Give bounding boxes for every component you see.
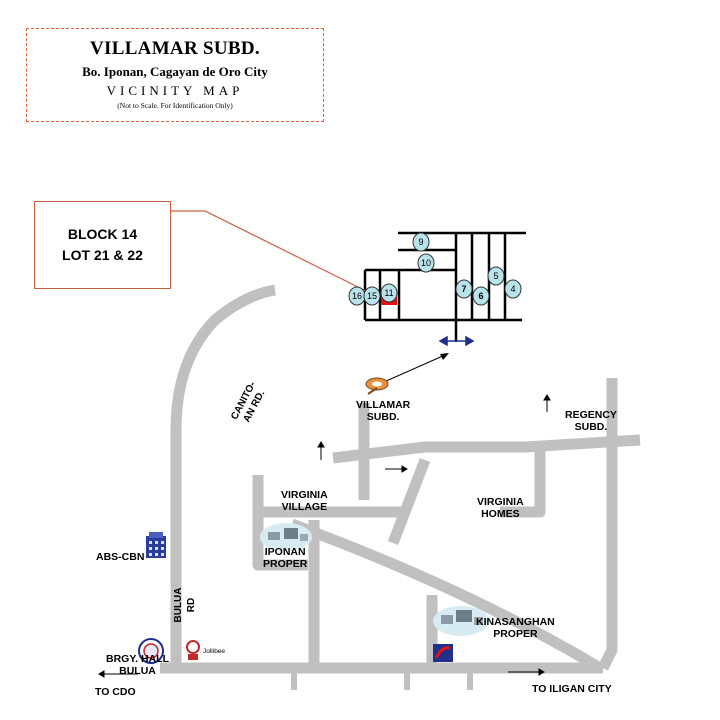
double-arrow-icon [438, 335, 475, 347]
road-network [160, 284, 641, 674]
petron-icon [433, 644, 453, 662]
villamar-road [332, 434, 641, 464]
lot-7: 7 [461, 284, 466, 294]
callout-leader-line [171, 210, 373, 295]
bulua-rd-label-2: RD [186, 598, 197, 612]
lot-11: 11 [384, 288, 393, 298]
virginia-homes-label: VIRGINIA HOMES [477, 496, 524, 520]
map-address: Bo. Iponan, Cagayan de Oro City [82, 64, 268, 79]
to-iligan-label: TO ILIGAN CITY [532, 683, 612, 695]
villamar-label: VILLAMAR SUBD. [356, 399, 411, 423]
bulua-rd-label-1: BULUA [173, 588, 184, 623]
virginia-village-label: VIRGINIA VILLAGE [281, 489, 328, 513]
abs-cbn-label: ABS-CBN [96, 551, 145, 563]
brgy-hall-label: BRGY. HALL BULUA [106, 653, 169, 677]
bulua-road-label: BULUA RD [173, 588, 197, 623]
pointer-arrow-icon [383, 353, 449, 383]
regency-label: REGENCY SUBD. [565, 409, 617, 433]
jollibee-icon [186, 640, 200, 660]
canitoan-road-label: CANITO- AN RD. [229, 380, 267, 424]
community-photo-icon [433, 606, 489, 636]
lot-4: 4 [510, 284, 515, 294]
iponan-loop [252, 475, 308, 571]
lot-15: 15 [367, 291, 377, 301]
diagonal-road [290, 518, 603, 673]
connector-road [387, 458, 431, 545]
title-block: VILLAMAR SUBD. Bo. Iponan, Cagayan de Or… [26, 28, 324, 122]
regency-road [598, 378, 618, 671]
map-note: (Not to Scale. For Identification Only) [117, 101, 233, 110]
lot-circles [348, 232, 522, 306]
bulua-canitoan-road [170, 284, 277, 672]
lot-callout: BLOCK 14 LOT 21 & 22 [34, 201, 171, 289]
community-photo-icon [260, 523, 312, 551]
lot-9: 9 [418, 237, 423, 247]
lot-label: LOT 21 & 22 [62, 247, 143, 263]
homes-road [500, 450, 546, 518]
seal-icon [138, 638, 164, 664]
lot-6: 6 [478, 291, 483, 301]
iponan-label: IPONAN PROPER [263, 546, 308, 570]
lot-10: 10 [421, 258, 431, 268]
map-title: VILLAMAR SUBD. [90, 38, 260, 59]
map-pin-icon [365, 377, 389, 395]
kinasanghan-label: KINASANGHAN PROPER [476, 616, 555, 640]
map-subtitle: VICINITY MAP [106, 83, 244, 98]
direction-arrows [98, 394, 551, 678]
lot-5: 5 [493, 271, 498, 281]
lot-16: 16 [352, 291, 362, 301]
to-cdo-label: TO CDO [95, 686, 136, 698]
block-label: BLOCK 14 [67, 226, 138, 242]
building-icon [146, 532, 166, 558]
jollibee-label: Jollibee [203, 648, 226, 655]
